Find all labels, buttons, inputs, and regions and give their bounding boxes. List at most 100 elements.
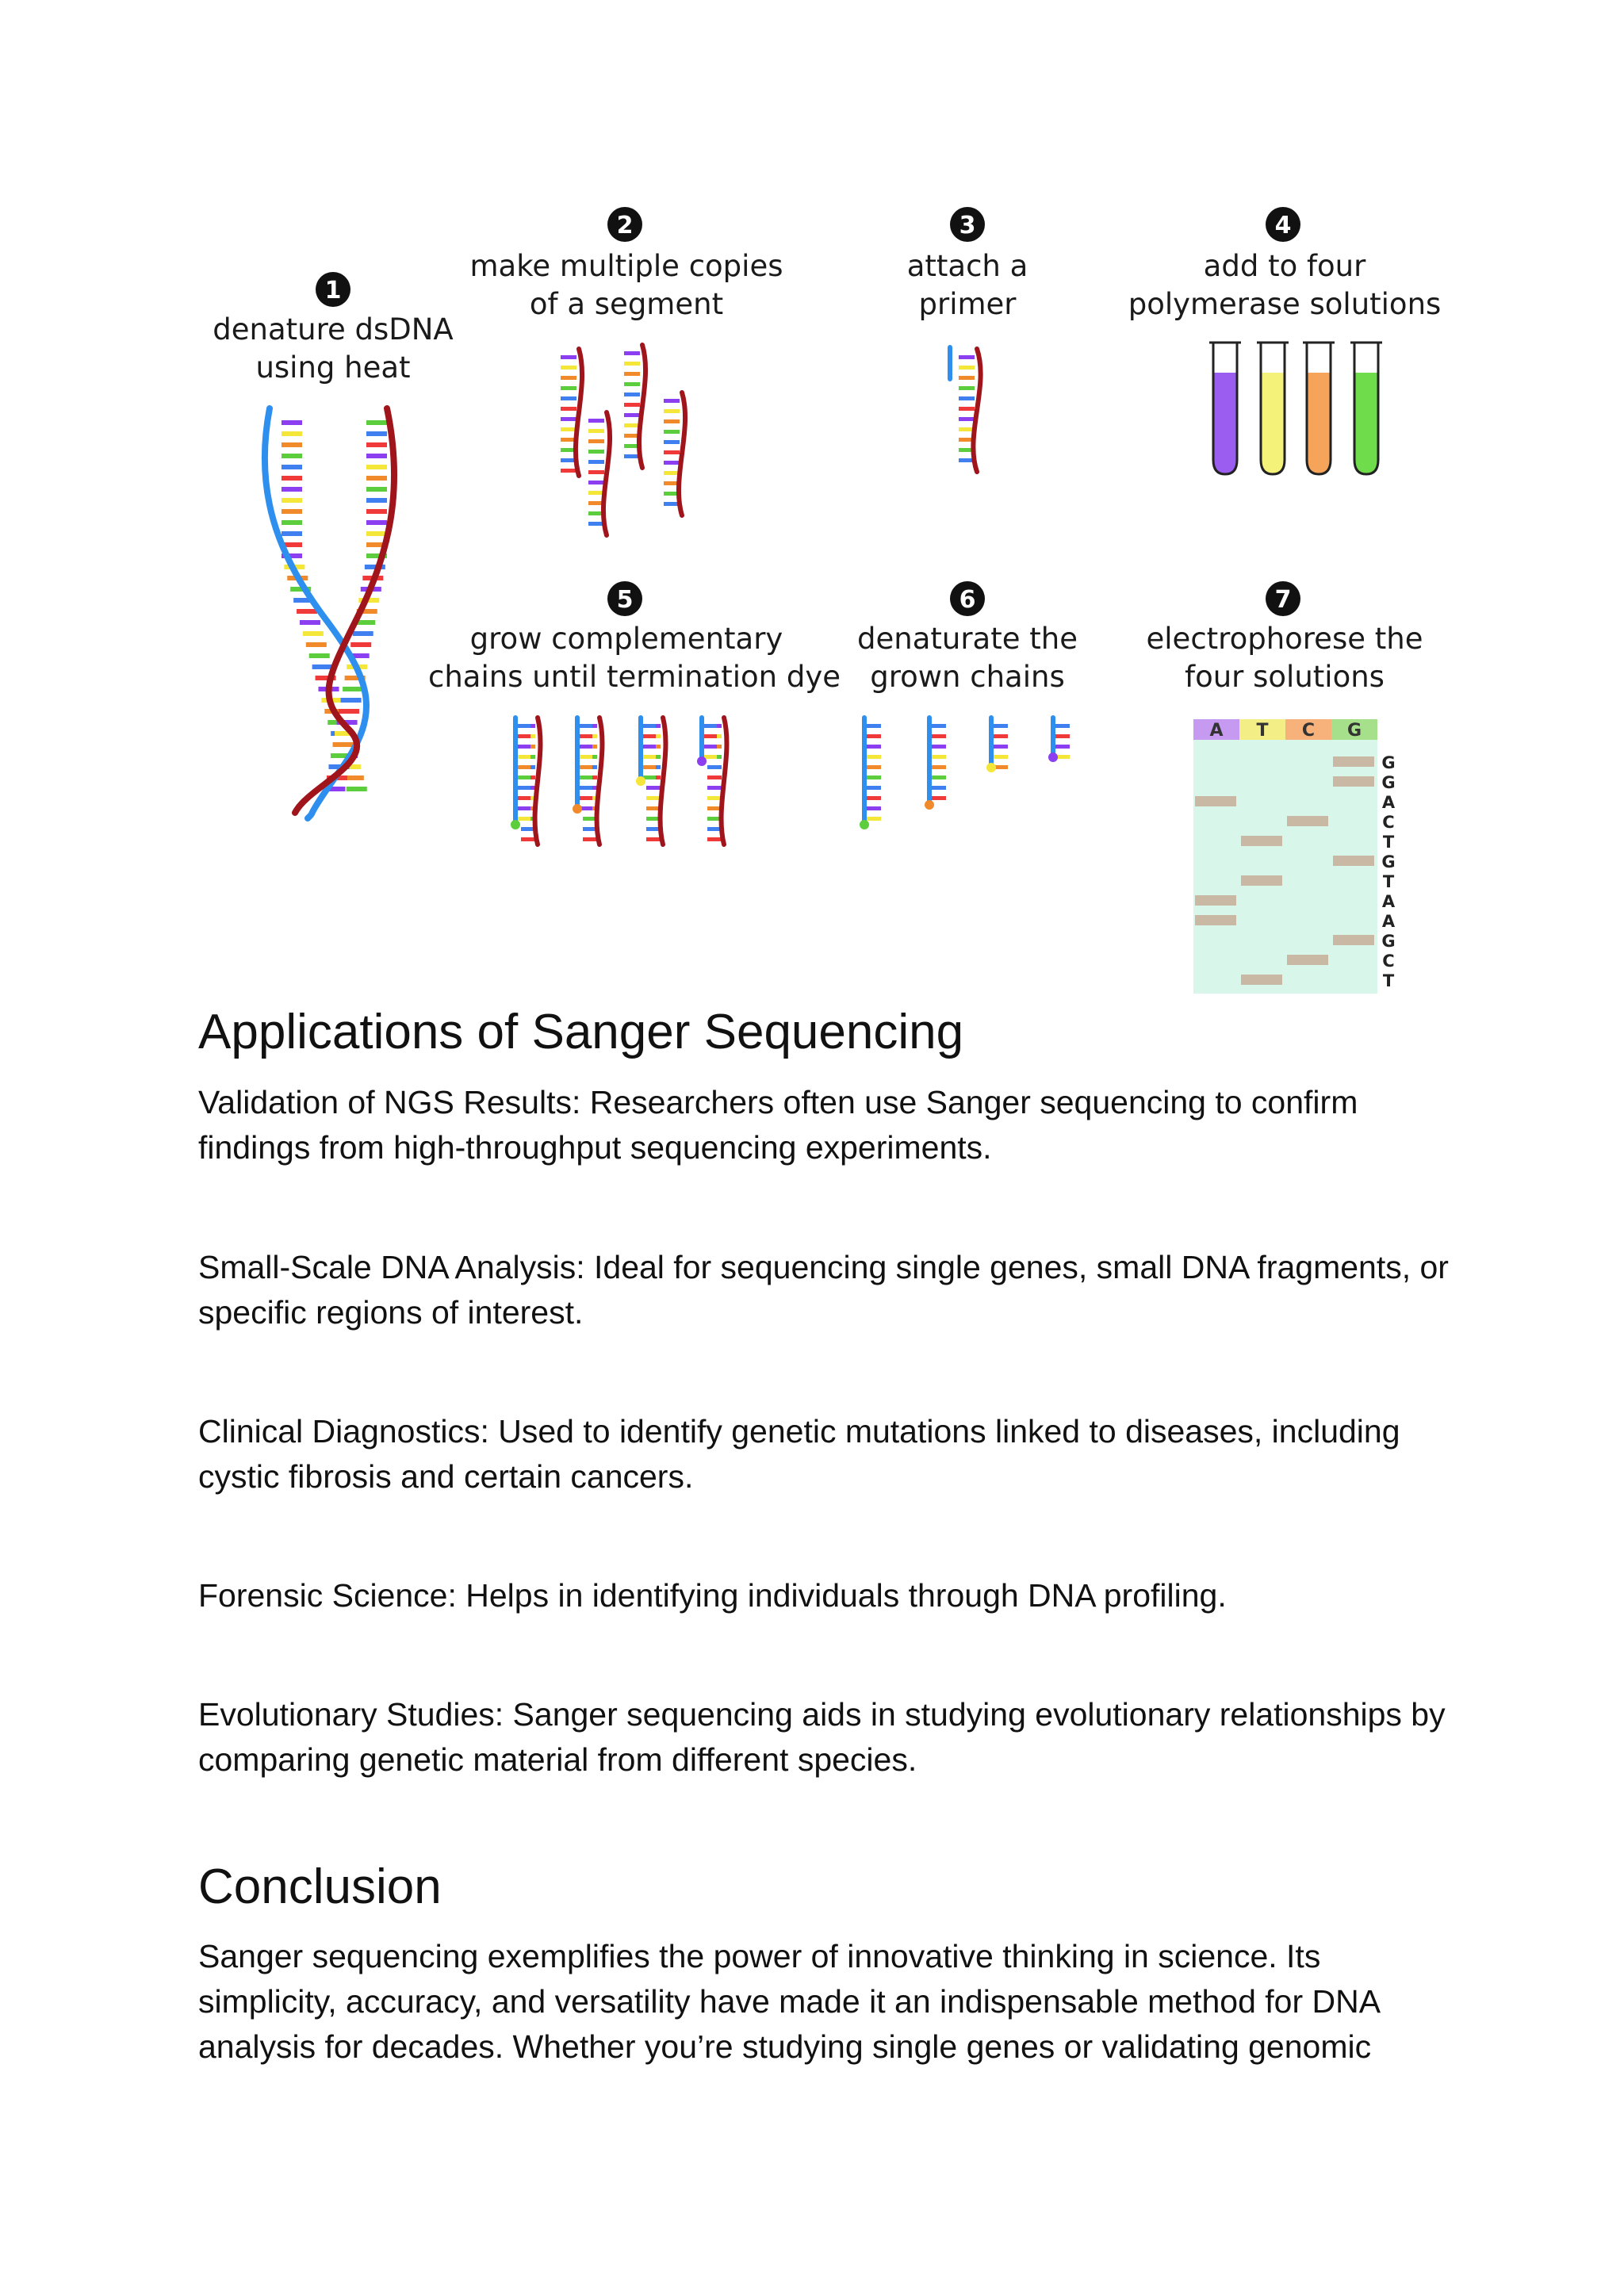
dna-base <box>583 817 597 821</box>
dna-base <box>561 376 576 380</box>
dna-base <box>282 498 302 503</box>
conclusion-heading: Conclusion <box>198 1859 442 1914</box>
termination-dye <box>697 756 707 766</box>
dna-base <box>561 407 576 411</box>
dna-backbone-red <box>292 405 398 816</box>
dna-base <box>339 764 361 769</box>
dna-base <box>707 837 722 841</box>
gel-band <box>1287 955 1328 965</box>
dna-base <box>959 407 975 411</box>
dna-base <box>932 755 946 759</box>
termination-dye <box>986 763 996 772</box>
dna-base <box>366 442 387 447</box>
sequence-base-label: A <box>1382 793 1396 812</box>
step-3-caption: attach a primer <box>841 247 1094 324</box>
sequence-base-label: C <box>1382 813 1394 832</box>
step-number-label: 6 <box>959 586 976 614</box>
dna-base <box>704 755 717 759</box>
dna-base <box>305 642 327 647</box>
dna-base <box>580 776 592 779</box>
dna-base <box>518 796 530 800</box>
sequence-base-label: G <box>1381 773 1395 792</box>
dna-base <box>580 786 592 790</box>
step-number-label: 7 <box>1275 586 1292 614</box>
dna-base <box>297 609 318 614</box>
dna-base <box>646 837 661 841</box>
test-tube <box>1209 341 1241 476</box>
dna-base <box>1055 755 1070 759</box>
dna-base <box>583 837 597 841</box>
dna-base <box>366 420 387 425</box>
step-number-badge <box>316 272 350 307</box>
dna-base <box>282 542 302 547</box>
dna-base <box>707 796 722 800</box>
dna-base <box>282 454 302 458</box>
dna-backbone <box>718 715 730 847</box>
dna-base <box>959 438 975 442</box>
dna-base <box>646 796 661 800</box>
dna-base <box>867 817 881 821</box>
dna-base <box>518 817 530 821</box>
dna-base <box>366 520 387 525</box>
dna-base <box>664 461 680 465</box>
step-number-label: 2 <box>617 212 634 239</box>
dna-base <box>867 806 881 810</box>
dna-backbone <box>657 715 668 847</box>
dna-base <box>282 520 302 525</box>
dna-base <box>518 786 530 790</box>
dna-base <box>366 465 387 469</box>
dna-base <box>343 776 364 780</box>
dna-backbone <box>636 343 649 470</box>
step-number-label: 3 <box>959 212 976 239</box>
dna-base <box>588 419 604 423</box>
step-number-badge <box>1266 207 1300 242</box>
dna-base <box>664 399 680 403</box>
denatured-dsdna <box>261 405 398 821</box>
sequence-base-label: C <box>1382 952 1394 971</box>
dna-base <box>959 458 975 462</box>
dna-strand <box>561 347 585 478</box>
dna-base <box>867 755 881 759</box>
dna-base <box>624 362 640 366</box>
sequence-base-label: T <box>1383 833 1395 852</box>
dna-base <box>932 786 946 790</box>
sequence-base-label: G <box>1381 753 1395 772</box>
dna-backbone-blue <box>261 405 370 821</box>
dna-base <box>518 806 530 810</box>
sequence-base-label: A <box>1382 892 1396 911</box>
dna-base <box>588 491 604 495</box>
dna-backbone <box>532 715 543 847</box>
sequence-base-label: T <box>1383 872 1395 891</box>
dna-base <box>624 423 640 427</box>
dna-base <box>932 776 946 779</box>
dna-base <box>580 765 592 769</box>
sequence-base-label: G <box>1381 932 1395 951</box>
dna-base <box>707 806 722 810</box>
gel-lane-header <box>1331 719 1377 740</box>
dna-base <box>643 745 656 749</box>
tube-solution <box>1213 373 1237 474</box>
dna-base <box>867 776 881 779</box>
dna-base <box>358 598 380 603</box>
dna-base <box>932 745 946 749</box>
application-paragraph: Validation of NGS Results: Researchers o… <box>198 1084 1358 1166</box>
dna-base <box>299 620 320 625</box>
dna-base <box>346 787 367 791</box>
gel-lane-label: C <box>1302 721 1315 741</box>
dna-base <box>561 366 576 370</box>
dna-base <box>366 487 387 492</box>
dna-base <box>588 522 604 526</box>
dna-base <box>282 531 302 536</box>
dna-backbone <box>573 347 585 478</box>
dna-base <box>664 430 680 434</box>
step-6-line-1: denaturate the <box>857 622 1078 656</box>
dna-base <box>932 796 946 800</box>
dna-base <box>646 817 661 821</box>
dna-base <box>521 827 535 831</box>
dna-base <box>366 498 387 503</box>
tube-glass <box>1212 343 1239 476</box>
step-6-caption: denaturate the grown chains <box>841 620 1094 696</box>
dna-base <box>561 448 576 452</box>
dna-base <box>282 509 302 514</box>
